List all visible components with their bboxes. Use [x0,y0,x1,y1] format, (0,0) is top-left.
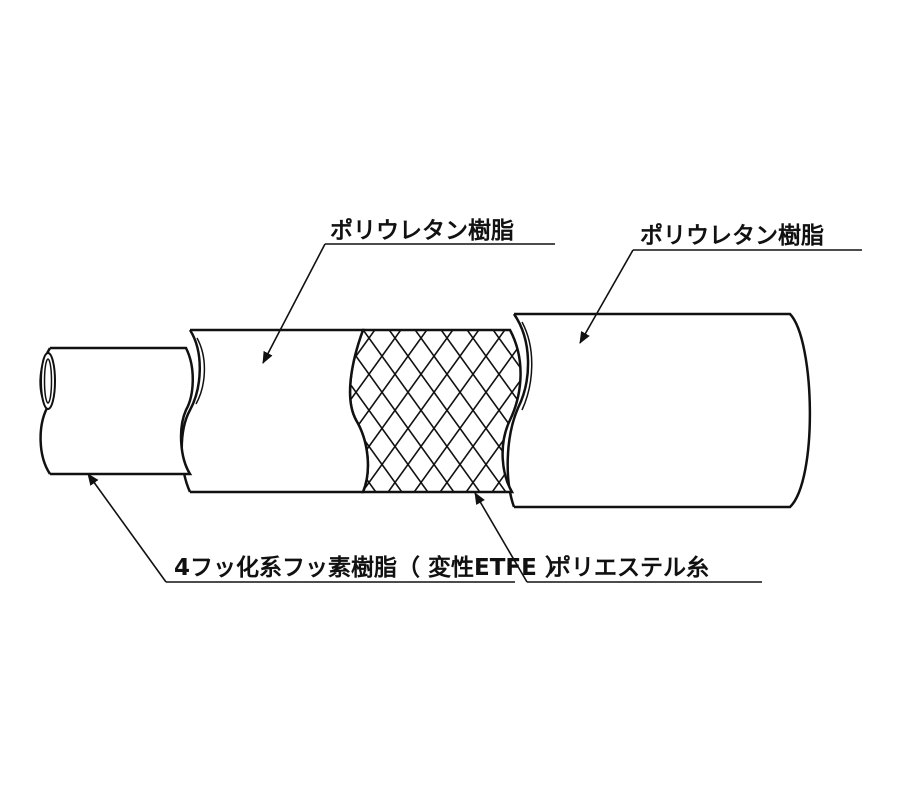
braid-strand [350,330,383,492]
middle-layer [180,328,370,494]
inner-tube-layer [39,346,194,476]
outer-jacket-body [514,312,812,509]
inner-tube-body [50,346,194,476]
leader-braid-arrow [474,492,528,583]
braid-strand [407,330,521,492]
inner-tube-bore-outer [40,352,56,410]
braid-strand [350,330,409,492]
leader-outer-arrow [579,249,634,344]
label-outer-jacket: ポリウレタン樹脂 [640,222,824,249]
outer-jacket-left-edge [506,313,530,508]
braid-strand [381,330,513,492]
braid-strand [459,330,521,492]
braid-strand [350,330,435,492]
braid-strand [355,330,487,492]
leader-inner-arrow [87,473,167,583]
label-middle-layer: ポリウレタン樹脂 [330,217,514,244]
braid-strand [350,330,409,492]
inner-tube-bore-inner [43,358,53,404]
middle-layer-inner-edge [195,337,206,405]
label-inner-tube: 4フッ化系フッ素樹脂（ 変性ETFE ） [174,554,568,581]
label-reinforcement: ポリエステル糸 [548,554,709,581]
outer-jacket-inner-edge [521,321,533,411]
braid-strand [459,330,521,492]
middle-layer-body [190,328,370,494]
braid-strand [433,330,521,492]
braid-strand [485,330,521,492]
leader-lines [87,243,862,583]
outer-jacket-layer [506,312,812,509]
leader-middle-arrow [262,243,326,364]
